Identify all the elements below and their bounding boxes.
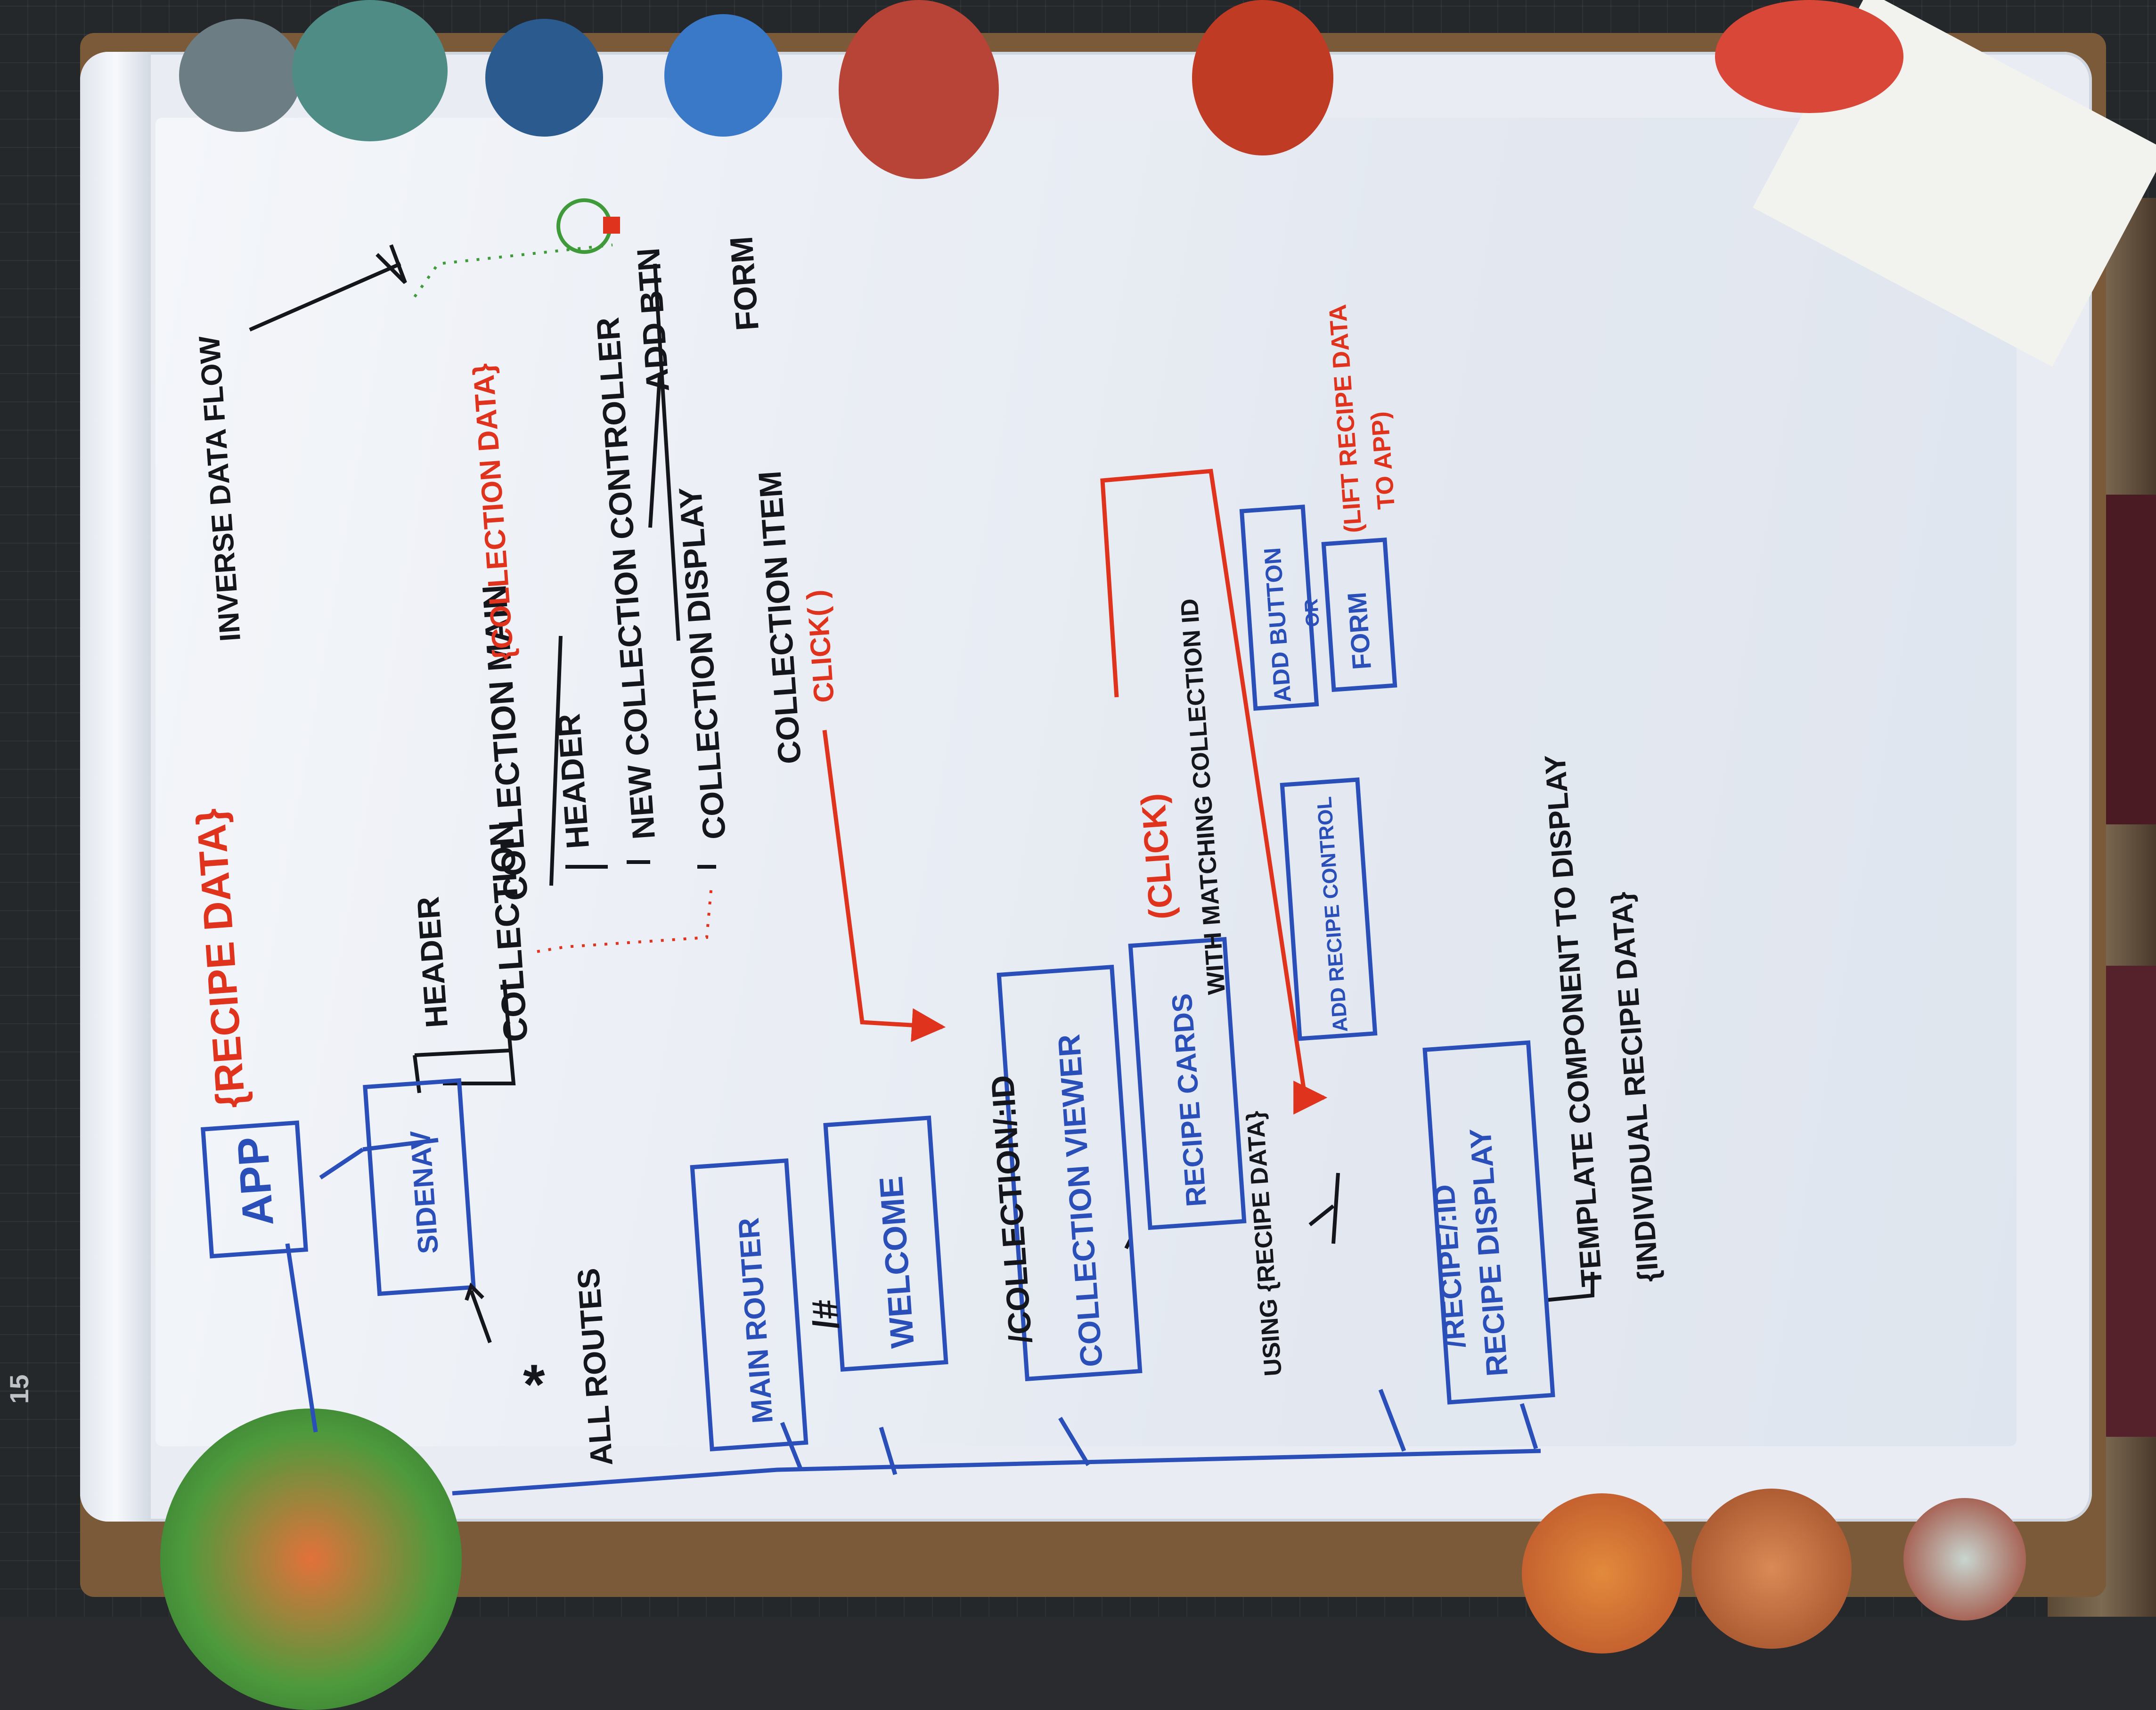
recipe-display-box: [1422, 1040, 1555, 1405]
pin-badge-2: [292, 0, 448, 141]
green-circle-mark: [556, 198, 612, 254]
collection-viewer-label: COLLECTION VIEWER: [1051, 1033, 1109, 1368]
whiteboard-frame-left: [80, 52, 151, 1522]
template-line-1: TEMPLATE COMPONENT TO DISPLAY: [1539, 754, 1609, 1288]
inverse-data-flow-label: INVERSE DATA FLOW: [193, 334, 247, 643]
all-routes-label: ALL ROUTES: [571, 1267, 619, 1467]
root-route-label: /#: [805, 1298, 847, 1331]
whiteboard-diagram: APP {RECIPE DATA} SIDENAV HEADER COLLECT…: [4, 198, 1665, 1496]
form-label: FORM: [723, 235, 766, 332]
form2-label: FORM: [1342, 591, 1377, 671]
whiteboard-surface: [155, 118, 2017, 1446]
main-router-label: MAIN ROUTER: [733, 1217, 779, 1425]
pin-badge-4: [664, 14, 782, 137]
or-label: OR: [1301, 598, 1323, 627]
form-box: [1321, 537, 1397, 692]
collection-display-label: COLLECTION DISPLAY: [672, 486, 733, 840]
main-router-box: [690, 1158, 808, 1452]
all-routes-star: *: [523, 1353, 545, 1416]
recipe-cards-box: [1128, 936, 1247, 1230]
header-label: HEADER: [410, 896, 454, 1029]
with-matching-label: WITH MATCHING COLLECTION ID: [1176, 598, 1231, 995]
collection-viewer-box: [996, 964, 1143, 1382]
add-button-box: [1239, 505, 1319, 711]
sidenav-label: SIDENAV: [404, 1129, 444, 1254]
sidenav-box: [363, 1078, 476, 1296]
new-collection-controller-label: NEW COLLECTION CONTROLLER: [590, 316, 662, 840]
to-app-label: TO APP): [1366, 411, 1400, 511]
click-fn-label: CLICK( ): [800, 589, 840, 704]
welcome-box: [823, 1116, 948, 1372]
ruler-number: 15: [4, 1375, 34, 1404]
pin-badge-7: [1715, 0, 1903, 113]
pin-badge-6: [1192, 0, 1333, 155]
red-marker-square: [603, 217, 620, 234]
using-recipe-data-label: USING {RECIPE DATA}: [1241, 1110, 1287, 1377]
pin-badge-5: [839, 0, 999, 179]
pin-badge-3: [485, 19, 603, 137]
lift-recipe-data-label: (LIFT RECIPE DATA: [1324, 303, 1367, 534]
add-button-label: ADD BUTTON: [1259, 546, 1296, 703]
round-pin-4: [1903, 1498, 2026, 1620]
app-label: APP: [229, 1135, 283, 1228]
add-recipe-control-box: [1280, 777, 1378, 1041]
collection-item-label: COLLECTION ITEM: [752, 470, 808, 765]
app-box: [201, 1120, 308, 1259]
sidenav-arrow: [469, 1290, 492, 1344]
pin-badge-1: [179, 19, 302, 132]
collection-main-header: HEADER: [551, 713, 596, 850]
add-btn-label: ADD BTN: [630, 247, 676, 393]
template-line-2: {INDIVIDUAL RECIPE DATA}: [1605, 891, 1665, 1283]
recipe-route-label: /RECIPE/:ID: [1428, 1183, 1472, 1349]
collection-route-label: /COLLECTION/:ID: [984, 1074, 1039, 1344]
recipe-cards-label: RECIPE CARDS: [1166, 993, 1212, 1208]
click-paren-label: (CLICK): [1134, 792, 1180, 921]
add-recipe-control-label: ADD RECIPE CONTROL: [1313, 796, 1352, 1033]
recipe-data-state: {RECIPE DATA}: [188, 807, 254, 1109]
welcome-label: WELCOME: [873, 1175, 921, 1349]
collection-data-state: {COLLECTION DATA}: [467, 362, 520, 661]
